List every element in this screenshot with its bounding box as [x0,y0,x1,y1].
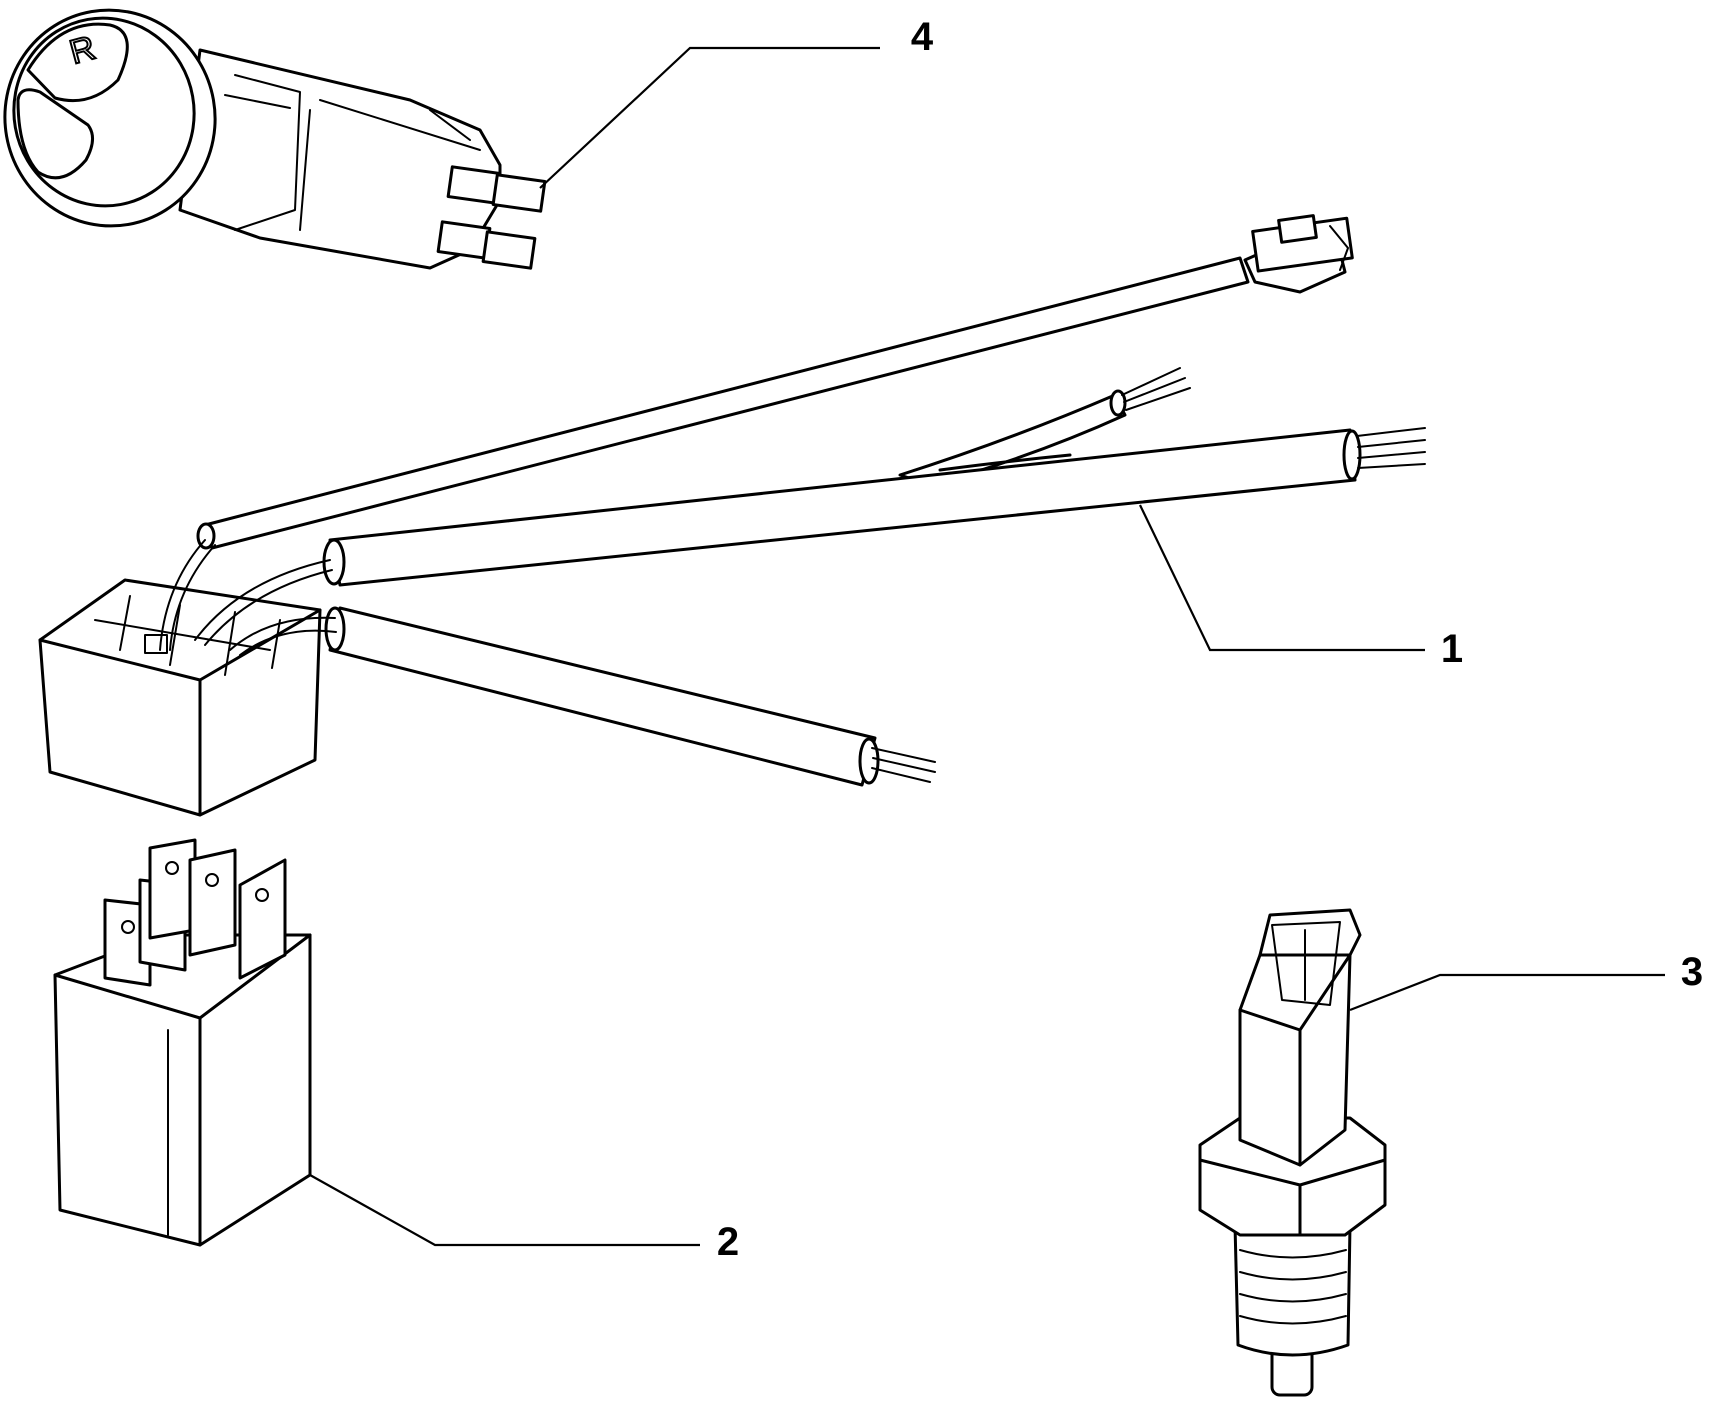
reverse-light-switch [1198,908,1387,1397]
callout-2: 2 [309,1174,739,1264]
relay [53,838,312,1247]
callout-4-label: 4 [911,15,934,59]
callout-4: 4 [539,15,934,189]
callout-1-label: 1 [1441,627,1463,671]
callout-3: 3 [1349,950,1703,1012]
callout-2-label: 2 [717,1220,739,1264]
wiring-harness [38,214,1426,817]
callout-1: 1 [1139,504,1463,671]
callout-3-label: 3 [1681,950,1703,994]
push-button-switch: R [3,8,547,270]
